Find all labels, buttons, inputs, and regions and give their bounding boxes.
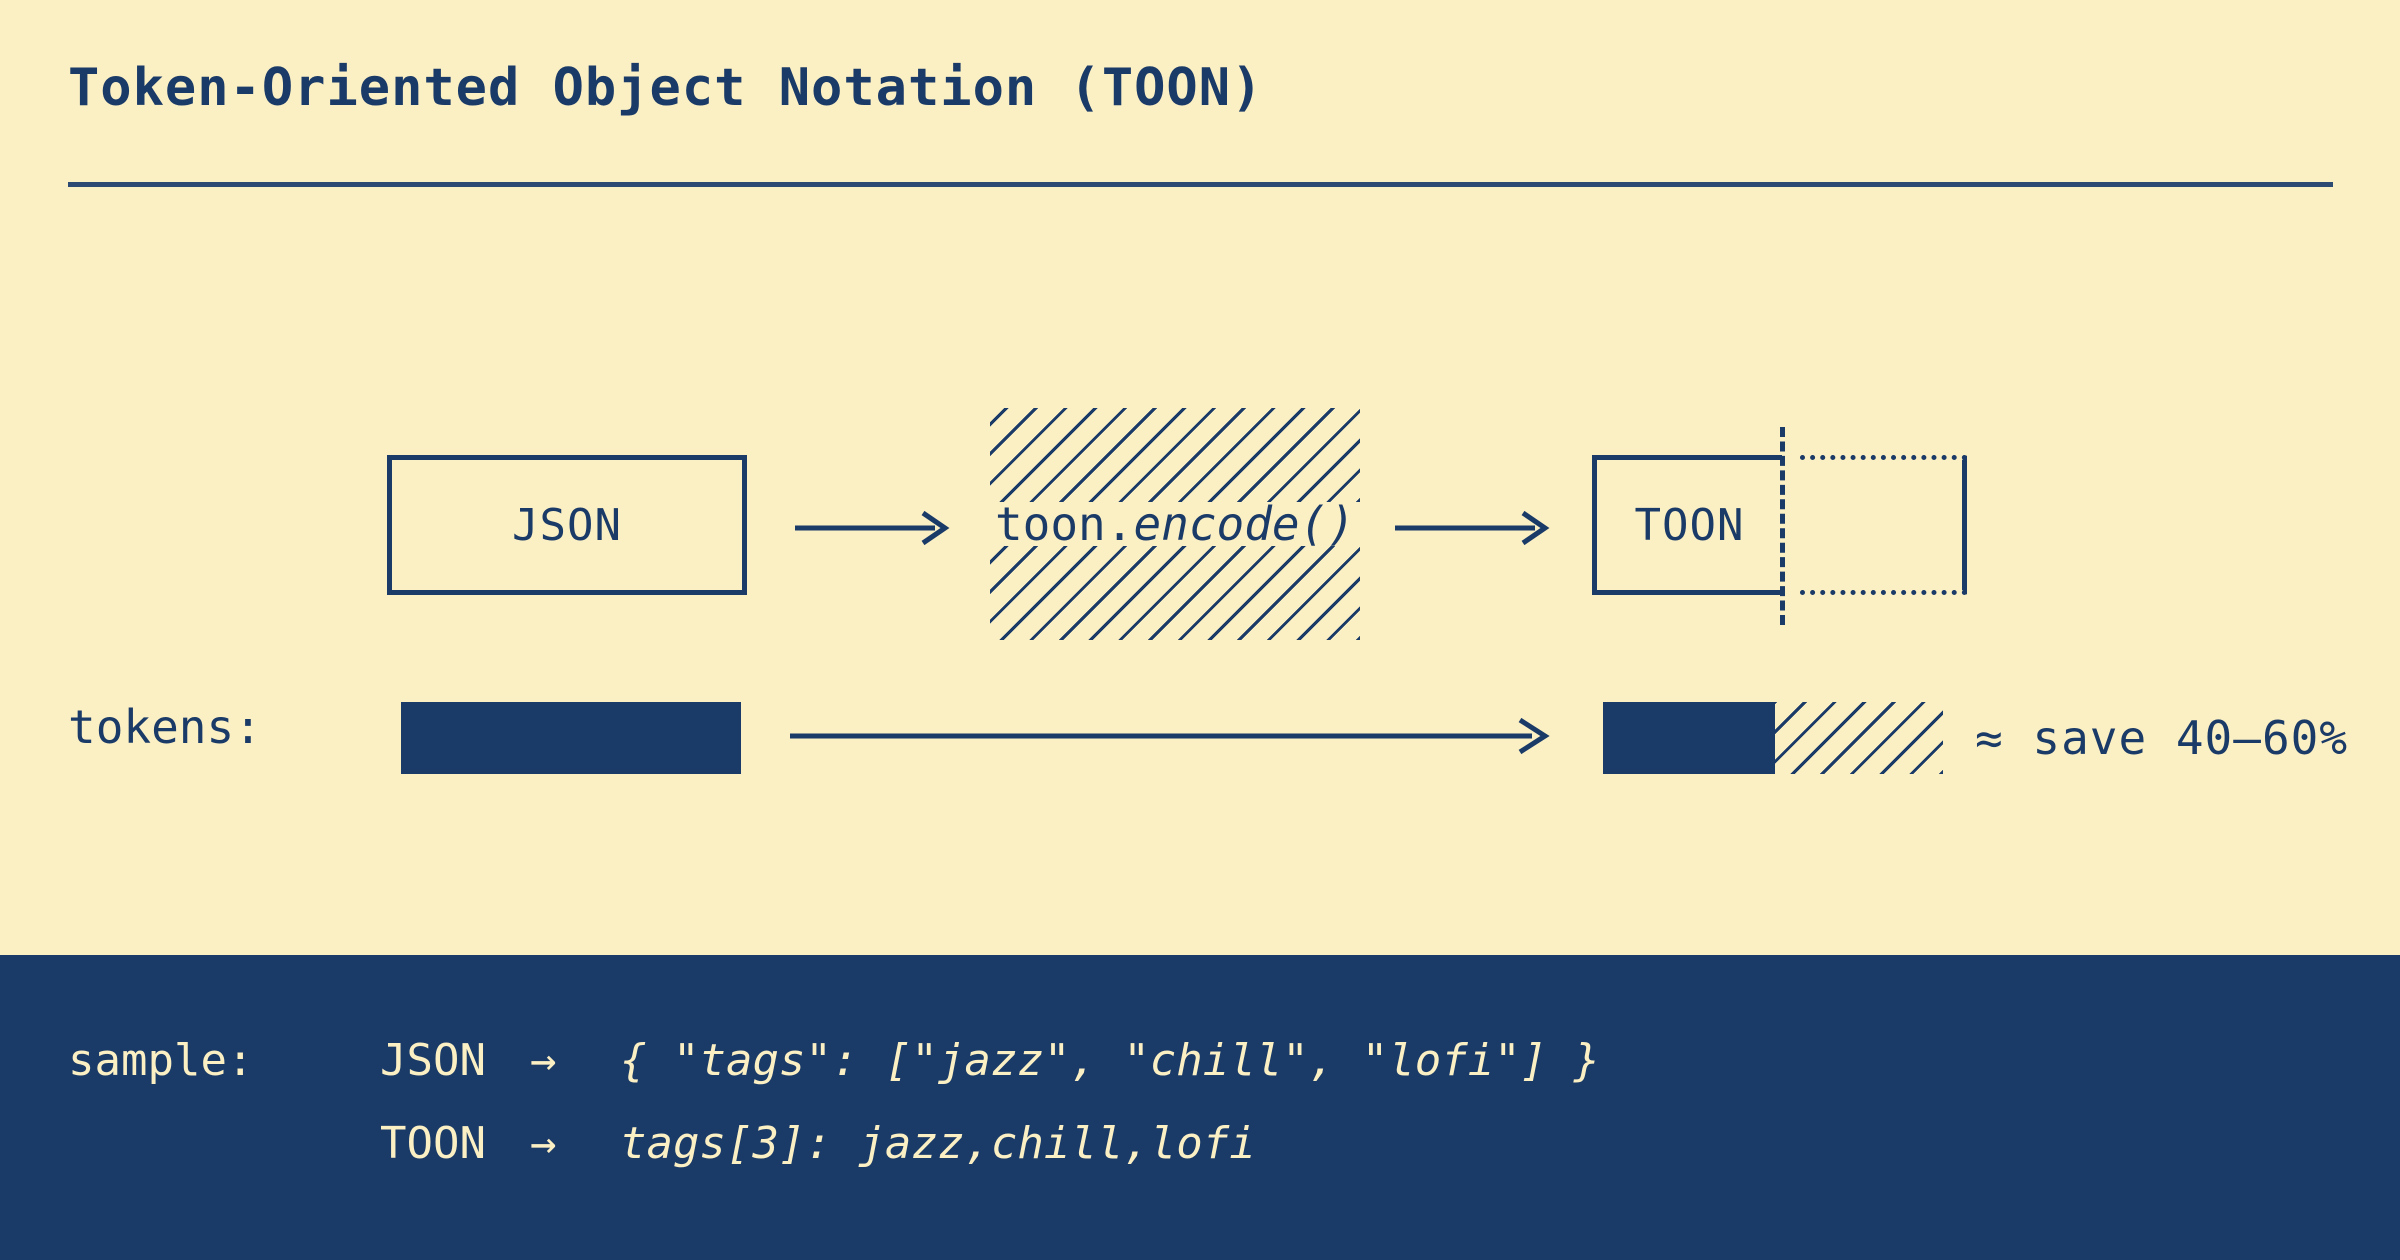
sample-row-json: JSON → { "tags": ["jazz", "chill", "lofi"]…	[380, 1035, 1600, 1086]
sample-row-toon-kind: TOON	[380, 1118, 486, 1169]
encode-hatch-block: toon.encode()	[990, 408, 1360, 640]
arrow-tokens-reduction	[790, 712, 1550, 760]
toon-filled-half: TOON	[1592, 455, 1782, 595]
tokens-bar-toon-used	[1603, 702, 1775, 774]
encode-call-label: toon.encode()	[990, 496, 1360, 552]
sample-row-json-code: { "tags": ["jazz", "chill", "lofi"] }	[620, 1035, 1601, 1086]
page-title: Token-Oriented Object Notation (TOON)	[68, 58, 1264, 118]
arrow-json-to-encode	[795, 503, 950, 553]
sample-panel	[0, 955, 2400, 1260]
encode-namespace: toon.	[994, 497, 1134, 551]
sample-panel-label: sample:	[68, 1035, 254, 1086]
toon-target-box: TOON	[1592, 427, 1967, 625]
title-divider	[68, 182, 2333, 187]
hatch-band-top	[990, 408, 1360, 502]
sample-row-toon-code: tags[3]: jazz,chill,lofi	[620, 1118, 1256, 1169]
hatch-band-bottom	[990, 546, 1360, 640]
toon-dashed-divider	[1780, 427, 1785, 625]
sample-row-toon: TOON → tags[3]: jazz,chill,lofi	[380, 1118, 1256, 1169]
tokens-bar-toon-saved	[1775, 702, 1943, 774]
toon-saved-half	[1800, 455, 1967, 595]
tokens-row-label: tokens:	[68, 700, 262, 754]
json-source-label: JSON	[512, 499, 622, 551]
arrow-encode-to-toon	[1395, 503, 1550, 553]
encode-method: encode()	[1133, 497, 1356, 551]
json-source-box: JSON	[387, 455, 747, 595]
toon-target-label: TOON	[1634, 499, 1745, 551]
sample-row-json-kind: JSON	[380, 1035, 486, 1086]
sample-row-toon-arrow: →	[530, 1118, 557, 1169]
tokens-bar-json	[401, 702, 741, 774]
tokens-savings-note: ≈ save 40–60%	[1975, 711, 2349, 765]
sample-row-json-arrow: →	[530, 1035, 557, 1086]
